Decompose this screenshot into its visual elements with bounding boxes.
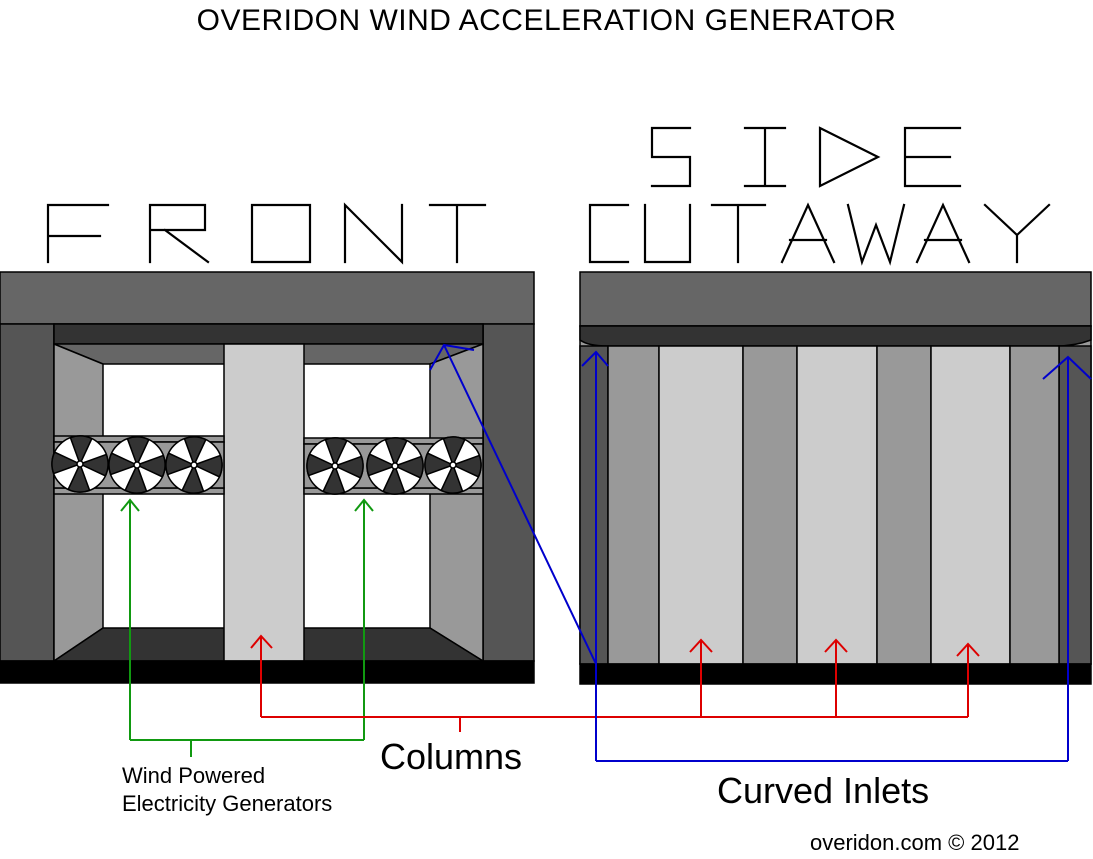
side-curved-inlet-top xyxy=(579,325,1092,347)
fan-blade xyxy=(108,452,139,476)
side-column xyxy=(658,345,744,665)
fan-blade xyxy=(181,463,205,494)
fan-blade xyxy=(126,436,150,467)
curved-inlets-callout-arrows xyxy=(429,343,1092,762)
fan-blade xyxy=(393,455,424,479)
fan-blade xyxy=(451,454,482,478)
fan-blade xyxy=(333,455,364,479)
side-letter-i xyxy=(743,126,787,188)
inlet-arrow-side-right xyxy=(1042,355,1092,761)
copyright-credit: overidon.com © 2012 xyxy=(810,830,1020,855)
fan-hub xyxy=(449,461,457,469)
fan-blade xyxy=(51,451,82,475)
front-column xyxy=(223,343,305,662)
column-arrow-side-3 xyxy=(956,642,980,717)
fan-hub xyxy=(331,462,339,470)
fan-blade xyxy=(124,463,148,494)
fan-hub xyxy=(391,462,399,470)
column-arrow-side-2 xyxy=(824,638,848,717)
front-letter-r xyxy=(148,203,210,264)
front-roof xyxy=(0,271,535,325)
side-panel-mid xyxy=(742,345,798,665)
side-column xyxy=(930,345,1011,665)
side-panel-mid xyxy=(876,345,932,665)
side-panel-mid xyxy=(607,345,660,665)
turbine-fan-icon xyxy=(108,436,166,494)
wind-turbine-fans xyxy=(51,435,482,495)
turbine-fan-icon xyxy=(165,436,223,494)
fan-blade xyxy=(69,435,93,466)
cutaway-letter-c xyxy=(588,203,630,264)
cutaway-letter-w xyxy=(846,203,906,266)
fan-blade xyxy=(424,452,455,476)
fan-hub xyxy=(190,461,198,469)
fan-hub xyxy=(76,460,84,468)
generator-bracket xyxy=(130,739,364,757)
fan-blade xyxy=(165,452,196,476)
side-view-heading-line2 xyxy=(588,202,1051,266)
front-right-wall xyxy=(482,323,535,662)
cutaway-letter-u xyxy=(643,203,692,264)
column-arrow-front xyxy=(250,634,273,717)
curved-inlets-label: Curved Inlets xyxy=(717,770,930,811)
columns-callout-arrows xyxy=(250,634,980,732)
side-letter-e xyxy=(903,126,962,188)
fan-blade xyxy=(183,436,207,467)
side-column xyxy=(796,345,878,665)
front-view-heading xyxy=(46,202,487,265)
fan-blade xyxy=(440,463,464,494)
front-letter-t xyxy=(428,203,487,264)
front-letter-f xyxy=(46,203,110,264)
diagram-title: OVERIDON WIND ACCELERATION GENERATOR xyxy=(196,4,897,37)
cutaway-letter-y xyxy=(983,203,1051,264)
side-right-wall xyxy=(1058,345,1092,665)
side-panel-mid xyxy=(1009,345,1060,665)
fan-blade xyxy=(366,453,397,477)
front-right-bevel xyxy=(429,342,484,663)
front-top-inlet xyxy=(53,323,484,345)
turbine-fan-icon xyxy=(424,436,482,494)
side-left-wall xyxy=(579,345,609,665)
side-letter-d xyxy=(818,126,881,188)
fan-blade xyxy=(306,453,337,477)
generators-callout-arrows xyxy=(120,498,374,757)
fan-hub xyxy=(133,461,141,469)
turbine-fan-icon xyxy=(306,437,364,495)
cutaway-letter-t xyxy=(710,203,767,264)
inlet-arrow-front xyxy=(429,343,597,665)
front-letter-n xyxy=(343,202,404,265)
front-left-bevel xyxy=(53,342,104,663)
fan-blade xyxy=(192,454,223,478)
fan-blade xyxy=(384,437,408,468)
cutaway-letter-a2 xyxy=(915,202,971,264)
generators-label-line2: Electricity Generators xyxy=(122,791,333,816)
fan-blade xyxy=(442,436,466,467)
columns-label: Columns xyxy=(380,736,523,777)
generator-arrow-right xyxy=(354,498,374,740)
side-cutaway-view xyxy=(579,271,1092,685)
side-roof xyxy=(579,271,1092,327)
fan-blade xyxy=(382,464,406,495)
column-bracket xyxy=(261,716,968,732)
fan-blade xyxy=(322,464,346,495)
fan-blade xyxy=(135,454,166,478)
generator-arrow-left xyxy=(120,498,140,740)
inlet-arrow-side-left xyxy=(581,350,609,761)
front-letter-o xyxy=(250,203,312,264)
turbine-fan-icon xyxy=(366,437,424,495)
generators-label-line1: Wind Powered xyxy=(122,763,266,788)
front-view xyxy=(0,271,535,684)
front-base xyxy=(0,660,535,684)
column-arrow-side-1 xyxy=(689,638,713,717)
side-letter-s xyxy=(650,126,692,188)
front-left-wall xyxy=(0,323,55,662)
fan-blade xyxy=(78,453,109,477)
turbine-fan-icon xyxy=(51,435,109,493)
side-view-heading-line1 xyxy=(650,126,962,188)
fan-blade xyxy=(324,437,348,468)
cutaway-letter-a1 xyxy=(780,202,836,264)
fan-blade xyxy=(67,462,91,493)
